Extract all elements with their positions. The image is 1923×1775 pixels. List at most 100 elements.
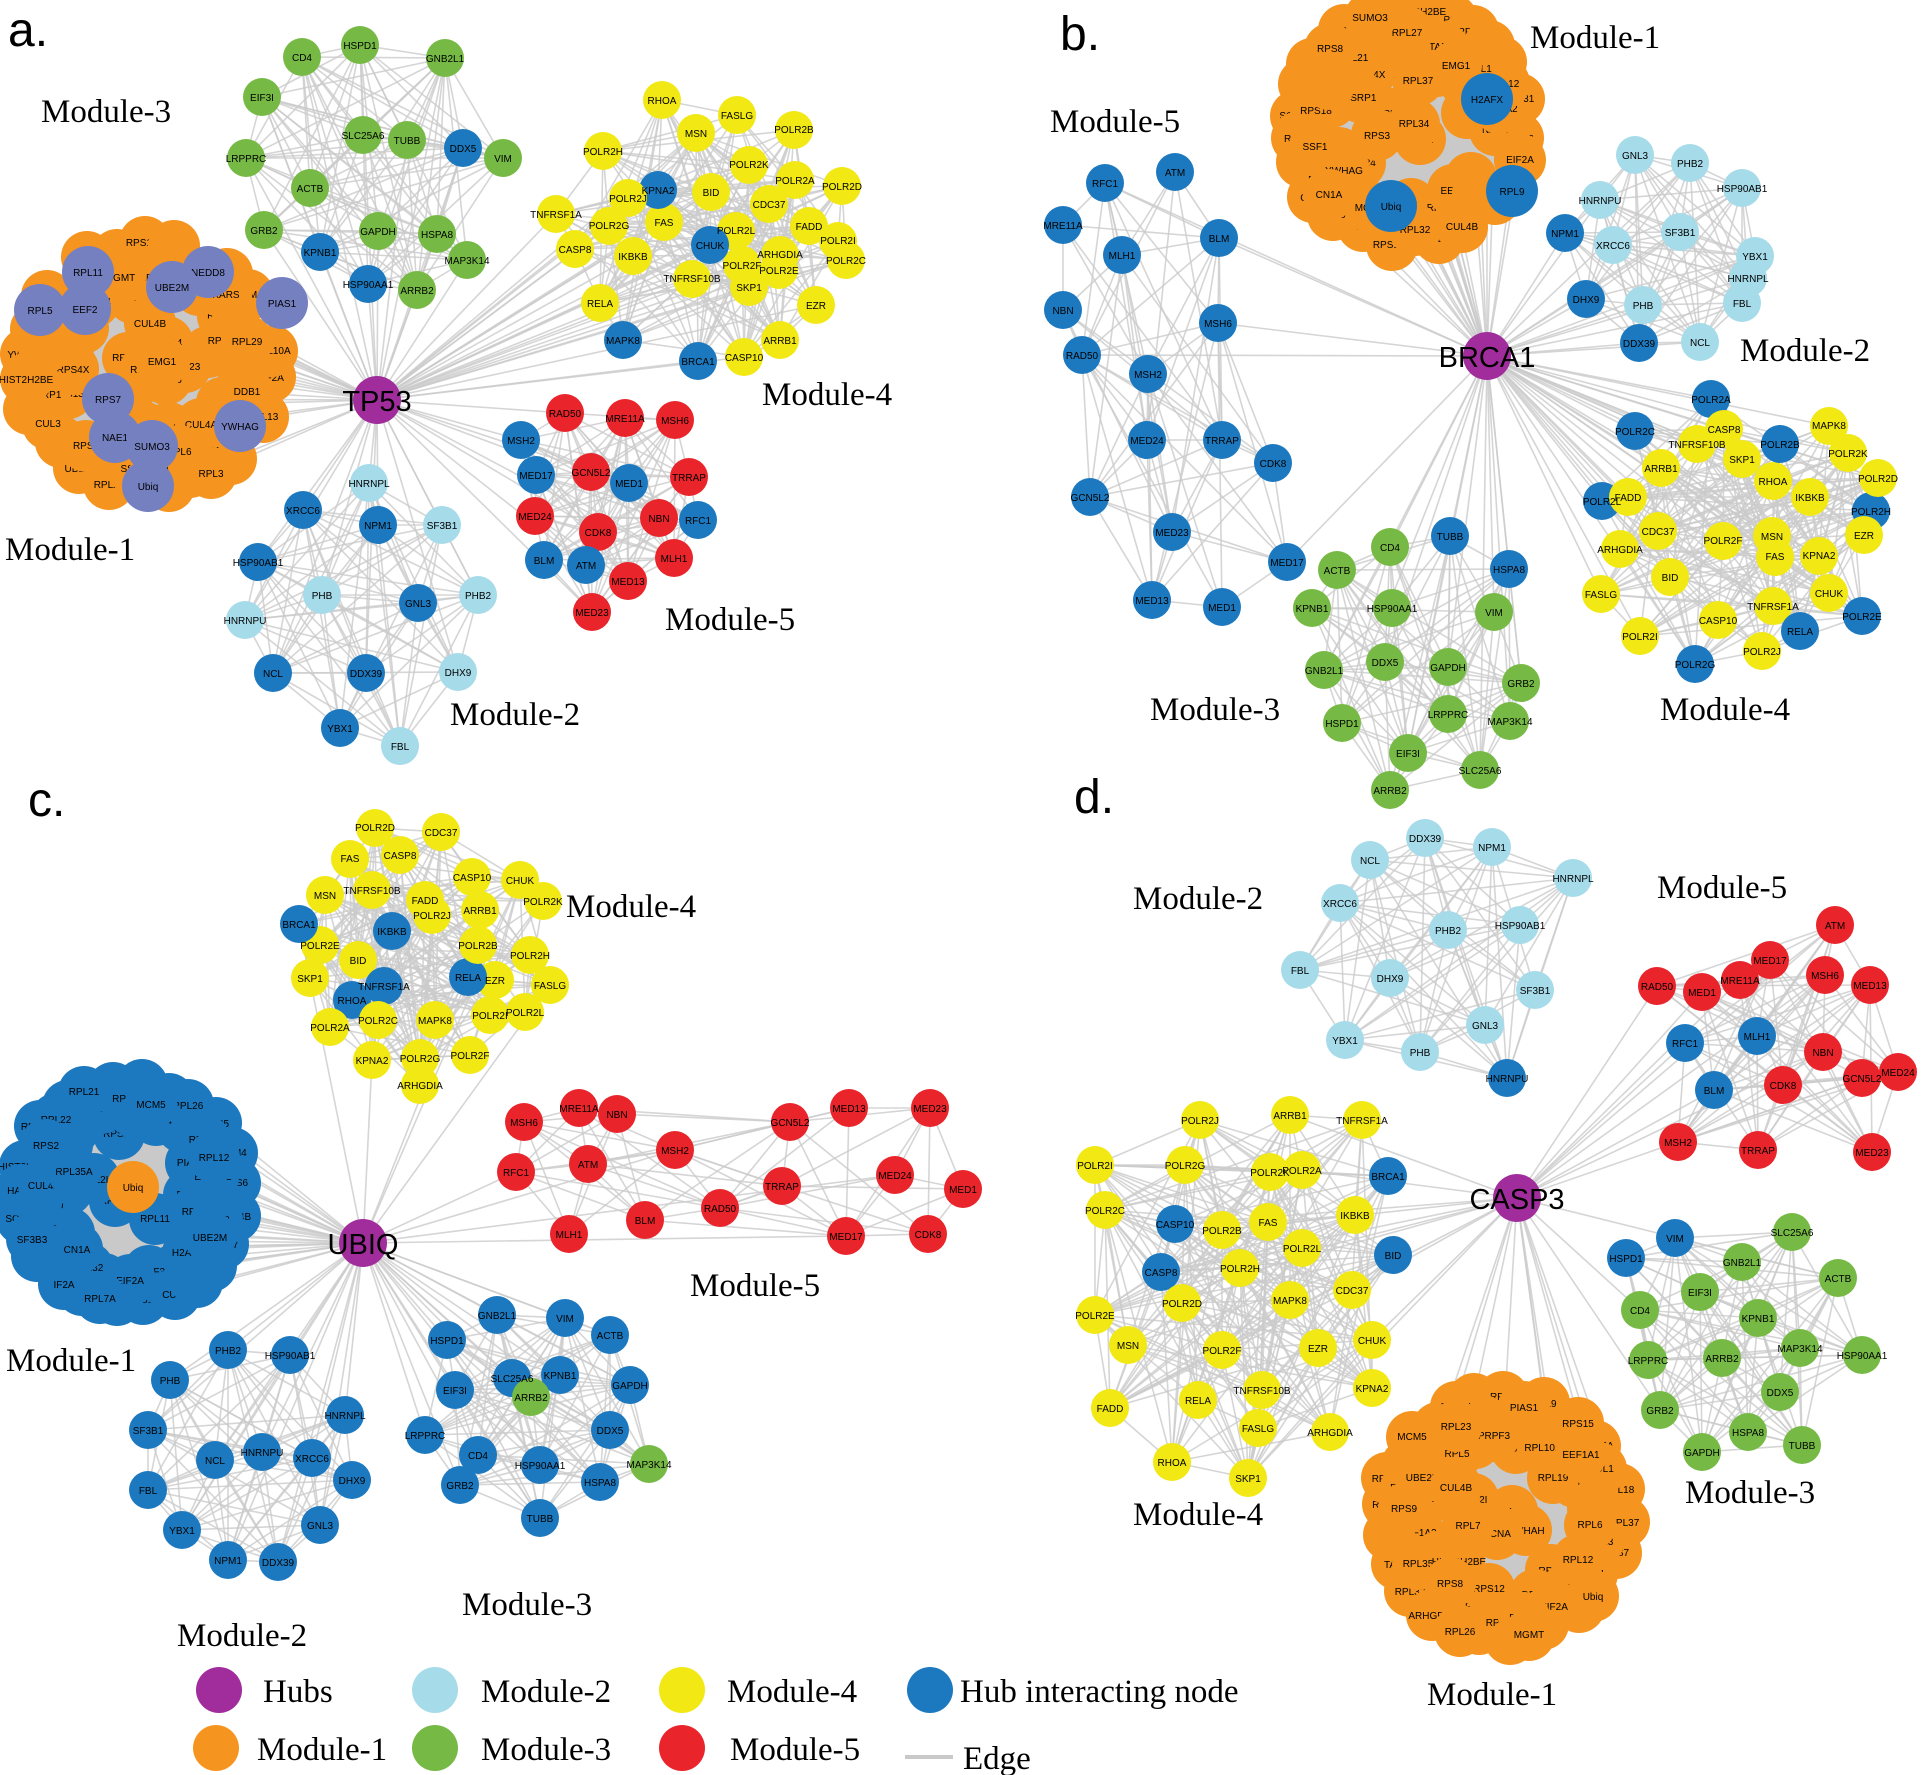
svg-text:ATM: ATM	[1825, 921, 1845, 932]
svg-text:IF2A: IF2A	[53, 1280, 74, 1291]
svg-text:GNB2L1: GNB2L1	[1723, 1258, 1762, 1269]
svg-text:MED24: MED24	[1881, 1068, 1915, 1079]
svg-text:PHB2: PHB2	[1677, 159, 1704, 170]
svg-text:GRB2: GRB2	[446, 1481, 474, 1492]
svg-text:RPL6: RPL6	[1577, 1520, 1602, 1531]
svg-text:FBL: FBL	[1291, 966, 1310, 977]
svg-text:MRE11A: MRE11A	[1043, 221, 1083, 232]
svg-text:NPM1: NPM1	[214, 1556, 242, 1567]
svg-text:HSP90AB1: HSP90AB1	[1717, 184, 1768, 195]
svg-text:Hub interacting node: Hub interacting node	[960, 1674, 1239, 1710]
svg-text:RELA: RELA	[1185, 1396, 1211, 1407]
svg-text:FAS: FAS	[655, 218, 674, 229]
svg-text:POLR2K: POLR2K	[729, 160, 769, 171]
svg-text:MSH2: MSH2	[661, 1146, 689, 1157]
svg-text:ARRB1: ARRB1	[763, 336, 797, 347]
svg-text:MGMT: MGMT	[105, 273, 136, 284]
svg-text:FASLG: FASLG	[721, 111, 753, 122]
svg-text:PHB: PHB	[312, 591, 333, 602]
svg-text:TUBB: TUBB	[527, 1514, 554, 1525]
svg-text:FADD: FADD	[796, 222, 823, 233]
svg-text:KPNB1: KPNB1	[1742, 1314, 1775, 1325]
svg-text:POLR2D: POLR2D	[1858, 474, 1898, 485]
svg-text:EIF2A: EIF2A	[1540, 1602, 1568, 1613]
svg-text:RPL19: RPL19	[1538, 1473, 1569, 1484]
svg-text:SLC25A6: SLC25A6	[1459, 766, 1502, 777]
svg-text:RPL3: RPL3	[198, 469, 223, 480]
svg-text:RPS2: RPS2	[33, 1141, 60, 1152]
svg-text:FBL: FBL	[139, 1486, 158, 1497]
svg-text:HNRNPU: HNRNPU	[241, 1448, 284, 1459]
svg-text:Module-5: Module-5	[1657, 870, 1787, 906]
svg-text:c.: c.	[28, 774, 65, 827]
svg-text:RPL27: RPL27	[94, 480, 125, 491]
svg-text:CD4: CD4	[1630, 1306, 1650, 1317]
svg-text:PIAS1: PIAS1	[1510, 1403, 1539, 1414]
svg-text:TUBB: TUBB	[1437, 532, 1464, 543]
svg-text:ATM: ATM	[576, 561, 596, 572]
svg-text:POLR2I: POLR2I	[1077, 1161, 1113, 1172]
svg-text:RFC1: RFC1	[503, 1168, 530, 1179]
svg-text:MSH6: MSH6	[510, 1118, 538, 1129]
svg-text:EEF1A1: EEF1A1	[1562, 1450, 1600, 1461]
svg-text:CD4: CD4	[292, 53, 312, 64]
svg-text:PCNA: PCNA	[1483, 1529, 1511, 1540]
svg-text:IKBKB: IKBKB	[377, 927, 407, 938]
svg-text:EIF2A: EIF2A	[116, 1276, 144, 1287]
svg-text:POLR2F: POLR2F	[1203, 1346, 1242, 1357]
svg-text:Module-1: Module-1	[1427, 1677, 1557, 1713]
svg-text:MRE11A: MRE11A	[559, 1104, 599, 1115]
svg-text:YBX1: YBX1	[1332, 1036, 1358, 1047]
svg-text:BID: BID	[1385, 1251, 1402, 1262]
svg-text:POLR2D: POLR2D	[355, 823, 395, 834]
svg-text:VIM: VIM	[1485, 608, 1503, 619]
svg-text:FAS: FAS	[1259, 1218, 1278, 1229]
svg-text:FADD: FADD	[1615, 493, 1642, 504]
svg-text:PIAS1: PIAS1	[268, 299, 297, 310]
svg-text:NBN: NBN	[1052, 306, 1073, 317]
svg-text:NBN: NBN	[606, 1110, 627, 1121]
svg-text:BRCA1: BRCA1	[1439, 342, 1536, 374]
svg-text:PHB2: PHB2	[215, 1346, 242, 1357]
svg-text:CD4: CD4	[1380, 543, 1400, 554]
svg-text:POLR2I: POLR2I	[820, 236, 856, 247]
svg-text:CN1A: CN1A	[64, 1245, 91, 1256]
svg-text:Module-4: Module-4	[1660, 692, 1790, 728]
svg-text:POLR2F: POLR2F	[723, 261, 762, 272]
svg-text:EZR: EZR	[485, 976, 505, 987]
svg-text:MED24: MED24	[878, 1171, 912, 1182]
svg-text:ARRB1: ARRB1	[1273, 1111, 1307, 1122]
svg-text:POLR2J: POLR2J	[609, 194, 647, 205]
svg-text:POLR2F: POLR2F	[451, 1051, 490, 1062]
svg-text:GRB2: GRB2	[1646, 1406, 1674, 1417]
svg-text:MED1: MED1	[1688, 988, 1716, 999]
svg-text:CASP8: CASP8	[1708, 425, 1741, 436]
svg-text:RPL11: RPL11	[73, 268, 103, 279]
svg-text:Module-3: Module-3	[1685, 1475, 1815, 1511]
svg-text:BID: BID	[350, 956, 367, 967]
svg-text:POLR2K: POLR2K	[1828, 449, 1868, 460]
svg-text:HSPA8: HSPA8	[584, 1478, 616, 1489]
svg-text:d.: d.	[1074, 771, 1114, 824]
svg-text:POLR2A: POLR2A	[310, 1023, 350, 1034]
svg-text:HSP90AA1: HSP90AA1	[515, 1461, 566, 1472]
svg-text:RPL10A: RPL10A	[253, 346, 291, 357]
svg-text:RPS4X: RPS4X	[57, 365, 90, 376]
svg-text:POLR2L: POLR2L	[1583, 497, 1622, 508]
svg-text:ARRB2: ARRB2	[514, 1393, 548, 1404]
svg-text:POLR2E: POLR2E	[300, 941, 340, 952]
svg-text:SSRP1: SSRP1	[1344, 93, 1377, 104]
svg-text:MSN: MSN	[685, 129, 707, 140]
svg-text:POLR2D: POLR2D	[822, 182, 862, 193]
svg-text:ATM: ATM	[578, 1160, 598, 1171]
svg-text:POLR2C: POLR2C	[1615, 427, 1655, 438]
svg-text:ACTB: ACTB	[1324, 566, 1351, 577]
svg-text:KPNB1: KPNB1	[1296, 604, 1329, 615]
svg-text:ARHGEF4: ARHGEF4	[1408, 1611, 1456, 1622]
svg-text:MED23: MED23	[575, 608, 609, 619]
svg-text:RPL5: RPL5	[1444, 1449, 1469, 1460]
svg-text:GNB2L1: GNB2L1	[426, 54, 465, 65]
svg-text:POLR2B: POLR2B	[774, 125, 814, 136]
svg-text:HSPD1: HSPD1	[430, 1336, 464, 1347]
svg-text:NBN: NBN	[1812, 1048, 1833, 1059]
